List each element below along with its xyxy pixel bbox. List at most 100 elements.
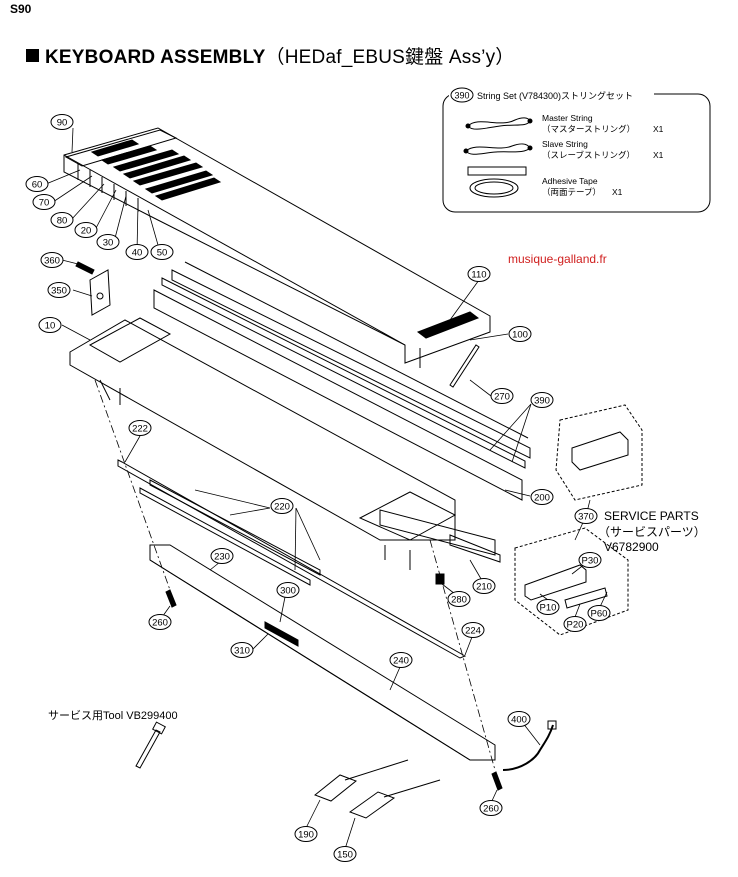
leader [52,175,93,203]
string-set-title: String Set (V784300)ストリングセット [477,90,633,101]
callout-circle-c240 [389,652,413,668]
callout-c400: 400 [511,715,527,726]
part-300-icon [264,621,299,647]
callout-circle-c224 [461,622,485,638]
callout-cP10: P10 [540,603,557,614]
service-part-p10-icon [524,564,587,601]
callout-c50: 50 [157,248,168,259]
callout-circle-c210 [472,578,496,594]
service-parts-label: SERVICE PARTS [604,509,699,523]
tool-head-icon [152,721,166,735]
service-box-upper [555,404,643,501]
callout-c190: 190 [298,830,314,841]
callout-c280: 280 [451,595,467,606]
key-front-edge [63,154,406,346]
callout-c20: 20 [81,226,92,237]
cable-icon [502,724,554,771]
leader [72,289,93,297]
callout-circle-c300 [276,582,300,598]
callout-circle-cP60 [587,605,611,621]
callout-circle-c350 [47,282,71,298]
frame-hammer-block [88,317,172,363]
hammer-parts [314,759,441,819]
service-box-lower [514,527,629,636]
black-key-icon [144,170,214,194]
callout-circle-c50 [150,244,174,260]
string-rail-lower [161,277,526,469]
screw-360-icon [75,261,95,275]
callout-c150: 150 [337,850,353,861]
slave-string-icon [465,143,531,155]
master-string-end-icon [527,118,533,124]
frame-outline [69,319,456,541]
callout-c310: 310 [234,646,250,657]
part-190-icon [314,774,357,802]
tool-label: サービス用Tool VB299400 [48,709,178,722]
callout-circle-c100 [508,326,532,342]
string-rail-upper [171,269,531,459]
rail-lower-edge [149,559,471,761]
callout-c100: 100 [512,330,528,341]
callout-cP60: P60 [591,609,608,620]
slave-string-qty: X1 [653,150,664,160]
master-string-qty: X1 [653,124,664,134]
tool-shaft-icon [135,729,161,769]
model-name: S90 [10,2,32,16]
leader [464,636,473,656]
leader [229,507,271,516]
leader [504,489,531,497]
leader [511,403,532,463]
callout-circle-c370 [574,508,598,524]
leader [94,189,117,231]
title-subtitle: （HEDaf_EBUS鍵盤 Ass’y） [265,47,515,68]
leader [124,435,141,463]
tape-name: Adhesive Tape [542,176,598,186]
callout-circle-c390 [530,392,554,408]
part-190-rod [344,759,409,781]
black-key-icon [132,162,204,186]
black-key-icon [90,139,140,157]
callout-c40: 40 [132,248,143,259]
slave-string-jp: （スレーブストリング） [542,150,635,160]
callout-c80: 80 [57,216,68,227]
callout-circle-c270 [490,388,514,404]
callout-cP30: P30 [582,556,599,567]
screw-260-icon [165,589,177,608]
slave-string-name: Slave String [542,139,588,149]
stopper-strip-200 [153,289,523,501]
callout-circle-c220 [270,498,294,514]
screw-260b-icon [491,771,503,791]
frame-leg [99,379,111,401]
leader [279,596,286,623]
callout-390-box: 390 [454,91,469,101]
leader [574,603,581,618]
master-string-name: Master String [542,113,593,123]
callout-c90: 90 [57,118,68,129]
string-set-box: 390 String Set (V784300)ストリングセット Master … [442,87,711,213]
page-title: KEYBOARD ASSEMBLY（HEDaf_EBUS鍵盤 Ass’y） [26,42,514,69]
leader [45,169,81,185]
callout-circle-c150 [333,846,357,862]
callout-c210: 210 [476,582,492,593]
black-key-icon [112,149,180,172]
part-150-icon [348,791,396,819]
leader [194,489,271,509]
callout-circle-c400 [507,711,531,727]
callout-c200: 200 [534,493,550,504]
leader [344,817,356,850]
title-square-icon [26,49,39,62]
leader [71,127,74,153]
leader [136,203,139,253]
callout-c300: 300 [280,586,296,597]
callout-circle-cP30 [578,552,602,568]
callout-circle-c30 [96,234,120,250]
callout-circle-c10 [38,317,62,333]
master-string-jp: （マスターストリング） [542,124,635,134]
callout-circle-c110 [467,266,491,282]
callout-circle-c260b [479,800,503,816]
service-tool [135,721,166,769]
callout-circle-c80 [50,212,74,228]
watermark: musique-galland.fr [508,252,607,266]
leader-lines [45,127,608,850]
